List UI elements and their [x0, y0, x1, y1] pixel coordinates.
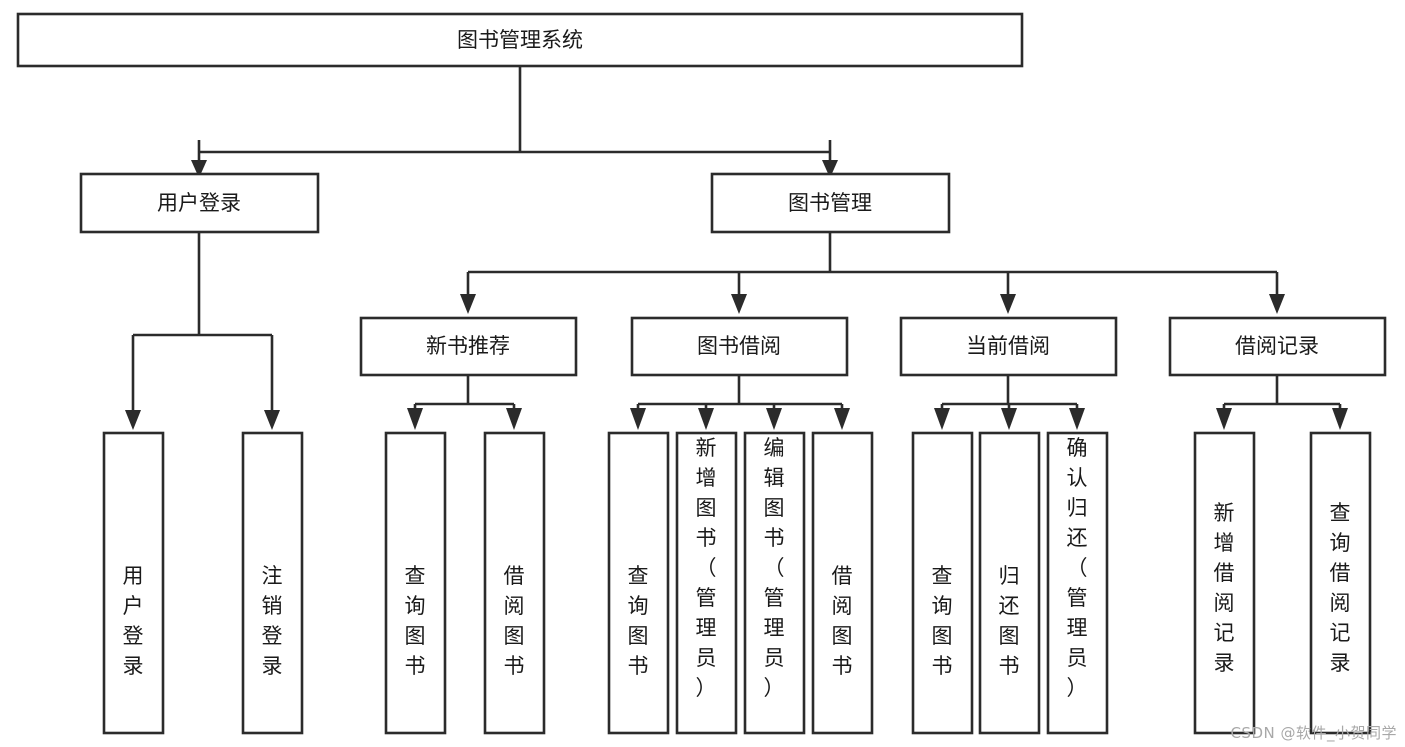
leaf-borrow-record-1[interactable]: 查询借阅记录: [1309, 431, 1372, 735]
arrow-down-icon: [191, 160, 207, 178]
leaf-borrow-book-3-box[interactable]: [811, 431, 874, 735]
node-borrow-record[interactable]: 借阅记录: [1168, 316, 1387, 377]
arrow-down-icon: [1001, 408, 1017, 430]
arrow-down-icon: [407, 408, 423, 430]
connector-layer: [125, 66, 1348, 430]
arrow-down-icon: [506, 408, 522, 430]
leaf-current-borrow-2-label: 确认归还（管理员）: [1067, 436, 1088, 700]
leaf-borrow-record-1-box[interactable]: [1309, 431, 1372, 735]
node-user-login-box[interactable]: [79, 172, 320, 234]
leaf-borrow-record-0[interactable]: 新增借阅记录: [1193, 431, 1256, 735]
leaf-borrow-record-0-box[interactable]: [1193, 431, 1256, 735]
arrow-down-icon: [125, 410, 141, 430]
leaf-new-book-1[interactable]: 借阅图书: [483, 431, 546, 735]
leaf-current-borrow-2-box[interactable]: [1046, 431, 1109, 735]
arrow-down-icon: [1069, 408, 1085, 430]
leaf-borrow-record-1-label: 查询借阅记录: [1330, 501, 1351, 675]
leaf-borrow-book-2-label: 编辑图书（管理员）: [764, 436, 785, 700]
leaf-borrow-book-1[interactable]: 新增图书（管理员）: [675, 431, 738, 735]
arrow-down-icon: [731, 294, 747, 314]
node-book-management-box[interactable]: [710, 172, 951, 234]
leaf-borrow-record-0-label: 新增借阅记录: [1214, 501, 1235, 675]
node-book-management[interactable]: 图书管理: [710, 172, 951, 234]
arrow-down-icon: [834, 408, 850, 430]
leaf-new-book-0[interactable]: 查询图书: [384, 431, 447, 735]
node-root-system-label: 图书管理系统: [457, 28, 583, 52]
leaf-borrow-book-2[interactable]: 编辑图书（管理员）: [743, 431, 806, 735]
leaf-user-login-0-box[interactable]: [102, 431, 165, 735]
arrow-down-icon: [766, 408, 782, 430]
node-new-book-recommend[interactable]: 新书推荐: [359, 316, 578, 377]
leaf-current-borrow-0-box[interactable]: [911, 431, 974, 735]
leaf-current-borrow-0-label: 查询图书: [932, 564, 953, 678]
arrow-down-icon: [1269, 294, 1285, 314]
arrow-down-icon: [934, 408, 950, 430]
arrow-down-icon: [822, 160, 838, 178]
node-borrow-record-box[interactable]: [1168, 316, 1387, 377]
leaf-borrow-book-1-box[interactable]: [675, 431, 738, 735]
leaf-borrow-book-3-label: 借阅图书: [832, 564, 853, 678]
node-user-login-label: 用户登录: [157, 191, 241, 215]
leaf-borrow-book-0[interactable]: 查询图书: [607, 431, 670, 735]
leaf-current-borrow-0[interactable]: 查询图书: [911, 431, 974, 735]
arrow-down-icon: [1216, 408, 1232, 430]
node-new-book-recommend-box[interactable]: [359, 316, 578, 377]
leaf-user-login-0-label: 用户登录: [123, 564, 144, 678]
node-book-borrow[interactable]: 图书借阅: [630, 316, 849, 377]
leaf-borrow-book-1-label: 新增图书（管理员）: [696, 436, 717, 700]
arrow-down-icon: [630, 408, 646, 430]
leaf-new-book-0-label: 查询图书: [405, 564, 426, 678]
node-root-system-box[interactable]: [16, 12, 1024, 68]
node-current-borrow-label: 当前借阅: [966, 334, 1050, 358]
arrow-down-icon: [698, 408, 714, 430]
leaf-user-login-1[interactable]: 注销登录: [241, 431, 304, 735]
node-current-borrow[interactable]: 当前借阅: [899, 316, 1118, 377]
node-book-borrow-box[interactable]: [630, 316, 849, 377]
arrow-down-icon: [1000, 294, 1016, 314]
leaf-current-borrow-1[interactable]: 归还图书: [978, 431, 1041, 735]
leaf-borrow-book-3[interactable]: 借阅图书: [811, 431, 874, 735]
node-user-login[interactable]: 用户登录: [79, 172, 320, 234]
leaf-current-borrow-1-box[interactable]: [978, 431, 1041, 735]
leaf-user-login-1-label: 注销登录: [262, 564, 283, 678]
leaf-borrow-book-2-box[interactable]: [743, 431, 806, 735]
leaf-user-login-0[interactable]: 用户登录: [102, 431, 165, 735]
leaf-current-borrow-1-label: 归还图书: [999, 564, 1020, 678]
arrow-down-icon: [460, 294, 476, 314]
arrow-down-icon: [1332, 408, 1348, 430]
node-current-borrow-box[interactable]: [899, 316, 1118, 377]
leaf-user-login-1-box[interactable]: [241, 431, 304, 735]
leaf-borrow-book-0-box[interactable]: [607, 431, 670, 735]
node-new-book-recommend-label: 新书推荐: [426, 334, 510, 358]
leaf-new-book-1-box[interactable]: [483, 431, 546, 735]
node-book-management-label: 图书管理: [788, 191, 872, 215]
leaf-new-book-0-box[interactable]: [384, 431, 447, 735]
leaf-new-book-1-label: 借阅图书: [504, 564, 525, 678]
arrow-down-icon: [264, 410, 280, 430]
leaf-borrow-book-0-label: 查询图书: [628, 564, 649, 678]
leaf-current-borrow-2[interactable]: 确认归还（管理员）: [1046, 431, 1109, 735]
node-root-system[interactable]: 图书管理系统: [16, 12, 1024, 68]
node-book-borrow-label: 图书借阅: [697, 334, 781, 358]
node-borrow-record-label: 借阅记录: [1235, 334, 1319, 358]
